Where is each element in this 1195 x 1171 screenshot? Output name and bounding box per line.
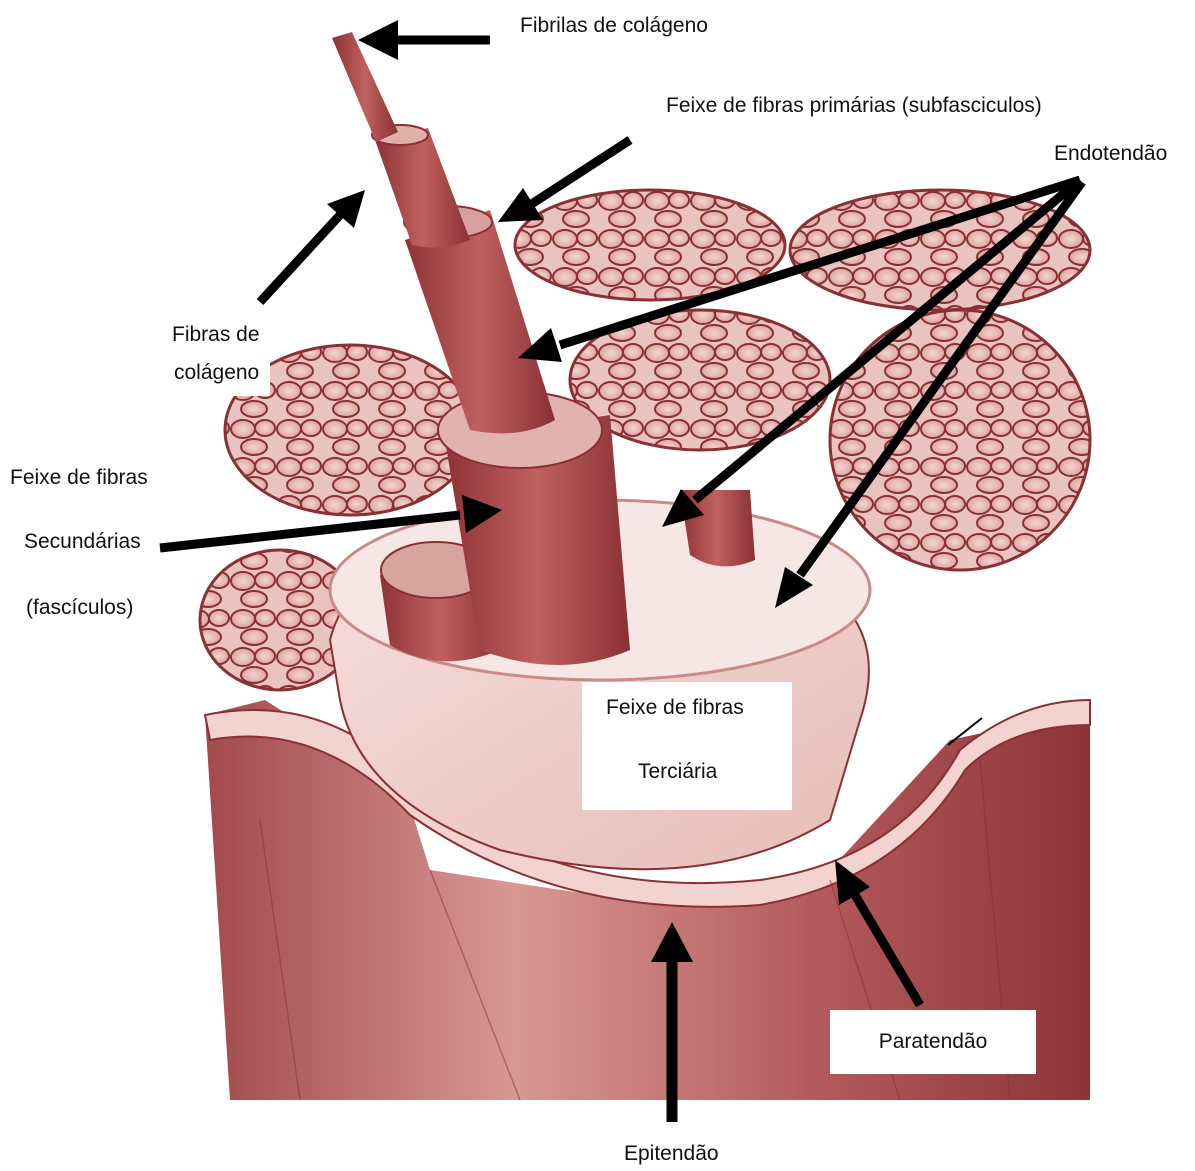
label-fibras-line1: Fibras de [172, 316, 260, 354]
label-terciaria-line2: Terciária [638, 758, 717, 785]
label-fibras-colageno: Fibras de colágeno [162, 312, 270, 396]
arrow-fibrilas-head [358, 20, 398, 60]
label-endotendao: Endotendão [1054, 140, 1167, 167]
label-secundarias-line1: Feixe de fibras [10, 464, 148, 491]
label-feixe-terciaria: Feixe de fibras Terciária [582, 682, 792, 810]
arrow-fibras [260, 215, 340, 302]
label-secundarias-line2: Secundárias [24, 528, 141, 555]
label-feixe-primarias: Feixe de fibras primárias (subfasciculos… [666, 92, 1042, 119]
label-epitendao: Epitendão [624, 1140, 719, 1167]
label-fibras-line2: colágeno [172, 354, 260, 392]
label-terciaria-line1: Feixe de fibras [606, 694, 744, 721]
label-fibrilas-colageno: Fibrilas de colágeno [520, 12, 708, 39]
label-secundarias-line3: (fascículos) [26, 594, 133, 621]
label-paratendao: Paratendão [830, 1010, 1036, 1074]
